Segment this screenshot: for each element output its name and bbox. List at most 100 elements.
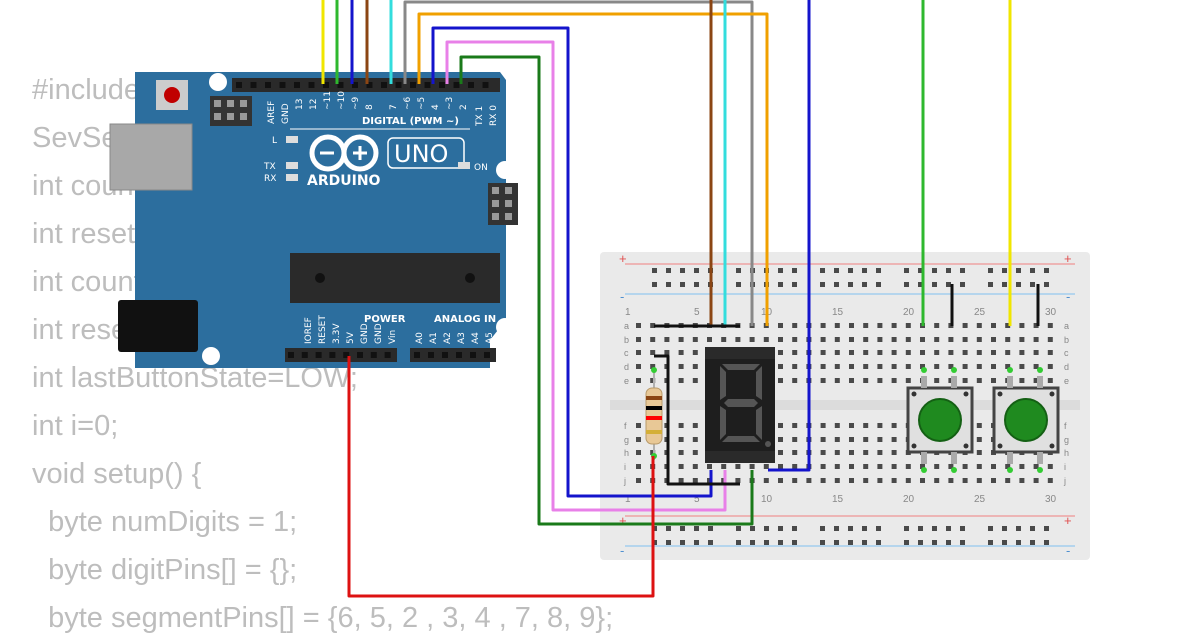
breadboard-hole bbox=[891, 437, 897, 442]
breadboard-hole bbox=[678, 450, 684, 455]
led-tx bbox=[286, 162, 298, 169]
breadboard-hole bbox=[749, 464, 755, 469]
push-button-leg bbox=[1037, 376, 1043, 388]
segment-d bbox=[722, 436, 760, 442]
display-pin-row-top bbox=[705, 347, 775, 359]
breadboard-hole bbox=[792, 450, 798, 455]
rail-hole bbox=[904, 540, 909, 545]
breadboard-hole bbox=[991, 323, 996, 328]
breadboard-hole bbox=[863, 437, 869, 442]
breadboard-hole bbox=[778, 378, 783, 383]
segment-g bbox=[724, 399, 758, 407]
breadboard-hole bbox=[636, 437, 641, 442]
rail-hole bbox=[960, 526, 965, 531]
breadboard-hole bbox=[891, 337, 897, 342]
header-pin bbox=[236, 82, 242, 88]
breadboard-hole bbox=[692, 464, 698, 469]
rail-hole bbox=[876, 282, 881, 287]
rail-hole bbox=[820, 540, 825, 545]
breadboard-hole bbox=[934, 378, 940, 383]
push-button-count[interactable] bbox=[906, 367, 974, 473]
push-button-leg bbox=[1037, 452, 1043, 464]
rail-hole bbox=[918, 282, 923, 287]
pin-label: GND bbox=[281, 103, 291, 124]
pin-label: A2 bbox=[443, 332, 453, 344]
row-letter: b bbox=[1064, 335, 1069, 345]
header-pin bbox=[410, 82, 416, 88]
header-pin bbox=[352, 82, 358, 88]
rail-hole bbox=[750, 540, 755, 545]
power-pin-labels: IOREF RESET 3.3V 5V GND GND Vin bbox=[304, 315, 398, 344]
breadboard-hole bbox=[1005, 464, 1011, 469]
rail-hole bbox=[778, 540, 783, 545]
icsp-pin bbox=[505, 187, 512, 194]
segment-f bbox=[720, 366, 726, 400]
row-letter: a bbox=[1064, 321, 1069, 331]
rail-hole bbox=[680, 540, 685, 545]
push-button-cap[interactable] bbox=[918, 398, 962, 442]
header-pin bbox=[308, 82, 315, 88]
breadboard-hole bbox=[877, 464, 883, 469]
header-pin bbox=[456, 352, 462, 358]
row-letter: e bbox=[1064, 376, 1069, 386]
rail-hole bbox=[848, 540, 853, 545]
column-number: 10 bbox=[761, 494, 773, 505]
breadboard-hole bbox=[877, 364, 883, 369]
header-pin bbox=[337, 82, 344, 88]
breadboard-hole bbox=[1019, 323, 1025, 328]
breadboard-hole bbox=[650, 450, 656, 455]
reset-button-cap[interactable] bbox=[164, 87, 180, 103]
breadboard-hole bbox=[920, 478, 925, 483]
rail-hole bbox=[862, 540, 867, 545]
row-letter: f bbox=[624, 421, 627, 431]
breadboard-hole bbox=[1019, 337, 1025, 342]
breadboard-hole bbox=[792, 323, 798, 328]
rail-minus-bottom-right: - bbox=[1066, 543, 1070, 558]
breadboard-hole bbox=[735, 337, 741, 342]
breadboard-hole bbox=[1047, 337, 1053, 342]
pin-label: A0 bbox=[415, 332, 425, 344]
breadboard-hole bbox=[834, 364, 840, 369]
push-button-cap[interactable] bbox=[1004, 398, 1048, 442]
rail-hole bbox=[946, 540, 951, 545]
mounting-hole bbox=[202, 347, 220, 365]
rail-hole bbox=[876, 268, 881, 273]
icsp-pin bbox=[492, 187, 499, 194]
breadboard-hole bbox=[820, 337, 826, 342]
breadboard-hole bbox=[650, 350, 656, 355]
rail-hole bbox=[904, 282, 909, 287]
chip-notch bbox=[315, 273, 325, 283]
rail-hole bbox=[918, 540, 923, 545]
led-on bbox=[458, 162, 470, 169]
breadboard-hole bbox=[820, 464, 826, 469]
breadboard-hole bbox=[778, 450, 783, 455]
push-button-reset[interactable] bbox=[992, 367, 1060, 473]
breadboard-hole bbox=[849, 450, 854, 455]
breadboard-hole bbox=[1019, 464, 1025, 469]
breadboard-hole bbox=[891, 350, 897, 355]
segment-b bbox=[756, 366, 762, 400]
breadboard-hole bbox=[905, 350, 911, 355]
rail-hole bbox=[666, 540, 671, 545]
header-pin bbox=[428, 352, 434, 358]
breadboard-hole bbox=[1047, 464, 1053, 469]
rail-hole bbox=[680, 282, 685, 287]
breadboard-hole bbox=[1005, 350, 1011, 355]
display-pin-row-bottom bbox=[705, 451, 775, 463]
row-letter: h bbox=[1064, 448, 1069, 458]
rail-hole bbox=[932, 526, 937, 531]
breadboard-hole bbox=[934, 464, 940, 469]
row-letter: f bbox=[1064, 421, 1067, 431]
header-pin bbox=[301, 352, 308, 358]
icsp-pin bbox=[505, 200, 512, 207]
breadboard-hole bbox=[948, 378, 954, 383]
breadboard-hole bbox=[820, 323, 826, 328]
pin-label: RESET bbox=[318, 315, 328, 344]
breadboard-hole bbox=[891, 478, 897, 483]
push-button-screw bbox=[1049, 443, 1055, 449]
rail-hole bbox=[820, 526, 825, 531]
breadboard-hole bbox=[849, 323, 854, 328]
push-button-screw bbox=[911, 391, 917, 397]
rail-hole bbox=[666, 268, 671, 273]
resistor bbox=[645, 367, 663, 460]
